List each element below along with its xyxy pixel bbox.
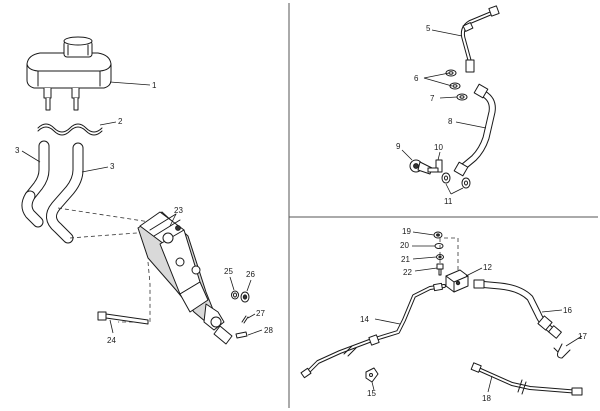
callout-3-left: 3 (15, 146, 20, 155)
callout-2: 2 (118, 117, 123, 126)
callout-20: 20 (400, 241, 409, 250)
callout-28: 28 (264, 326, 273, 335)
part-6-washers (445, 69, 461, 90)
callout-22: 22 (403, 268, 412, 277)
callout-14: 14 (360, 315, 369, 324)
callout-26: 26 (246, 270, 255, 279)
callout-11: 11 (444, 197, 453, 206)
callout-labels: 1 2 3 3 23 24 25 26 27 28 5 6 7 8 9 10 1… (15, 24, 587, 403)
callout-12: 12 (483, 263, 492, 272)
part-14-rigid-pipe (300, 282, 446, 379)
part-28-clevis-pin (235, 331, 248, 339)
part-22-bolt (436, 263, 444, 276)
callout-16: 16 (563, 306, 572, 315)
part-7-washer (456, 93, 468, 101)
callout-27: 27 (256, 309, 265, 318)
part-2-hose-clips (37, 123, 103, 136)
part-5-hose (460, 5, 500, 73)
callout-17: 17 (578, 332, 587, 341)
callout-5: 5 (426, 24, 431, 33)
part-15-pipe-clip (365, 367, 379, 383)
callout-7: 7 (430, 94, 435, 103)
callout-15: 15 (367, 389, 376, 398)
callout-21: 21 (401, 255, 410, 264)
callout-25: 25 (224, 267, 233, 276)
part-1-fluid-reservoir (26, 36, 112, 111)
callout-3-right: 3 (110, 162, 115, 171)
part-3-hoses (21, 140, 84, 244)
callout-10: 10 (434, 143, 443, 152)
part-11-washers (441, 172, 471, 189)
part-8-rigid-pipe (453, 83, 496, 177)
leader-lines-top-right (401, 29, 487, 195)
leader-lines-bottom-right (371, 231, 583, 393)
callout-1: 1 (152, 81, 157, 90)
callout-24: 24 (107, 336, 116, 345)
leader-lines-left (21, 81, 263, 336)
part-26-washer (240, 291, 250, 303)
part-12-junction-block (445, 269, 469, 293)
part-18-pipe (470, 362, 583, 396)
assembly-lines-bottom-right (439, 237, 459, 272)
assembly-lines-left (57, 207, 151, 323)
panel-dividers (288, 3, 598, 408)
part-10-bolt (427, 159, 443, 173)
part-20-washer (434, 243, 444, 249)
part-25-washer (231, 290, 239, 300)
part-27-split-pin (241, 315, 249, 324)
part-17-retaining-clip (553, 343, 571, 359)
part-23-master-cylinder (137, 211, 233, 345)
part-16-flexible-hose (473, 279, 562, 339)
callout-23: 23 (174, 206, 183, 215)
callout-8: 8 (448, 117, 453, 126)
callout-6: 6 (414, 74, 419, 83)
part-19-nut (433, 231, 443, 239)
callout-9: 9 (396, 142, 401, 151)
callout-19: 19 (402, 227, 411, 236)
callout-18: 18 (482, 394, 491, 403)
part-24-bolt (97, 311, 149, 325)
